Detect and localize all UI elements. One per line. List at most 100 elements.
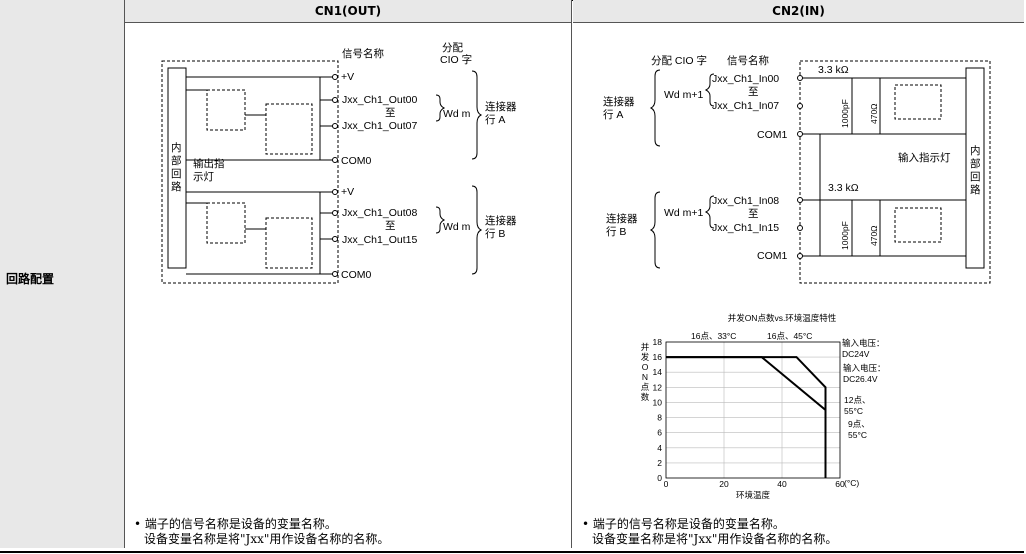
cn1-brace-row-a [471,70,483,160]
cn2-capacitor-a: 1000pF [840,99,850,128]
column-header-cn1: CN1(OUT) [125,0,571,23]
cn1-brace-row-b [471,185,483,275]
cn2-internal-label-3: 路 [970,183,981,196]
cn1-com0-b: COM0 [341,269,371,281]
cn2-internal-label-2: 回 [970,171,981,183]
chart-y-tick-label: 10 [653,397,663,407]
cn1-dashed-boundary [161,60,339,284]
cn2-terminal [797,197,803,203]
cn2-in15: Jxx_Ch1_In15 [712,222,779,234]
chart-x-tick-label: 20 [719,479,729,489]
cn2-row-a-2: 行 A [603,108,623,121]
cn2-com1-b: COM1 [757,250,787,262]
cn1-brace-wd-b [435,206,446,234]
cn2-row-b-2: 行 B [606,225,626,238]
cn2-to-b: 至 [748,208,759,220]
cn1-to-b: 至 [385,220,396,232]
cn1-photocoupler-a [206,89,246,131]
chart-y-tick-label: 6 [657,428,662,438]
chart-annotation-1: 16点、45°C [767,331,812,341]
chart-plot-area [665,341,841,479]
chart-annotation-2: 输入电压： [842,338,885,348]
chart-annotation-0: 16点、33°C [691,331,736,341]
cn1-out08: Jxx_Ch1_Out08 [342,207,417,219]
cn2-wd-m1-b: Wd m+1 [664,207,704,219]
cn1-driver-b [265,217,313,269]
cn2-resistor-a: 3.3 kΩ [818,64,849,76]
chart-title: 并发ON点数vs.环境温度特性 [728,313,837,323]
cn1-internal-label-3: 路 [171,180,182,193]
cn1-plus-v-b: +V [341,186,354,198]
chart-annotation-6: 12点、 [844,395,870,405]
cn1-indicator-1: 输出指 [193,157,225,170]
cn1-alloc-header-2: CIO 字 [440,53,472,66]
cn2-input-indicator: 输入指示灯 [898,151,951,164]
chart-annotation-5: DC26.4V [843,374,878,384]
cn1-terminal [332,189,338,195]
chart-y-label-char: O [642,362,649,372]
cn2-brace-row-b [649,191,661,269]
cn1-brace-wd-a [435,94,446,122]
chart-annotation-3: DC24V [842,349,870,359]
cn1-row-a-2: 行 A [485,113,505,126]
cn2-terminal [797,131,803,137]
chart-series-line-1 [666,356,827,478]
cn1-terminal [332,210,338,216]
cn1-note-line-1: • 端子的信号名称是设备的变量名称。 [134,517,337,531]
cn1-terminal [332,97,338,103]
cn2-dashed-boundary [799,60,991,284]
cn2-to-a: 至 [748,86,759,98]
cn1-terminal [332,271,338,277]
chart-y-axis-label: 并发ON点数 [641,342,650,402]
chart-annotation-9: 55°C [848,430,867,440]
cn1-internal-label-0: 内 [171,141,182,154]
cn2-terminal [797,253,803,259]
chart-y-tick-label: 14 [653,367,663,377]
cn1-out15: Jxx_Ch1_Out15 [342,234,417,246]
cn1-terminal [332,123,338,129]
chart-y-tick-label: 0 [657,473,662,483]
cn1-out07: Jxx_Ch1_Out07 [342,120,417,132]
cn1-row-b-2: 行 B [485,227,505,240]
cn1-terminal [332,236,338,242]
chart-x-tick-label: 40 [777,479,787,489]
chart-grid [665,341,841,479]
cn2-alloc-header: 分配 CIO 字 [651,54,707,67]
chart-y-label-char: 发 [641,352,650,362]
cn1-plus-v-a: +V [341,71,354,83]
cn2-in08: Jxx_Ch1_In08 [712,195,779,207]
row-header-label: 回路配置 [6,272,55,286]
cn2-note-line-1: • 端子的信号名称是设备的变量名称。 [582,517,785,531]
cn1-wd-m-b: Wd m [443,221,471,233]
cn2-brace-row-a [649,69,661,147]
chart-x-unit: (°C) [844,478,859,488]
cn2-capacitor-b: 1000pF [840,221,850,250]
chart-series [666,356,827,478]
cn1-row-a-1: 连接器 [485,100,517,113]
chart-y-label-char: 点 [641,382,650,392]
cn1-to-a: 至 [385,107,396,119]
cn2-res470-b: 470Ω [869,225,879,246]
cn2-com1-a: COM1 [757,129,787,141]
chart-y-label-char: 并 [641,342,650,352]
cn2-terminal [797,103,803,109]
cn1-indicator-2: 示灯 [193,171,214,183]
cn2-photocoupler-a [894,84,942,120]
cn2-row-a-1: 连接器 [603,95,635,108]
chart-x-axis-label: 环境温度 [736,490,771,500]
cn2-res470-a: 470Ω [869,103,879,124]
cn1-internal-label-2: 回 [171,168,182,180]
cn1-notes: • 端子的信号名称是设备的变量名称。 设备变量名称是将"Jxx"用作设备名称的名… [134,517,389,547]
cn1-com0-a: COM0 [341,155,371,167]
chart-annotation-8: 9点、 [848,419,870,429]
cn1-internal-label-1: 部 [171,154,182,167]
cn2-row-b-1: 连接器 [606,212,638,225]
chart-annotation-7: 55°C [844,406,863,416]
chart-y-tick-label: 2 [657,458,662,468]
cn1-note-line-2: 设备变量名称是将"Jxx"用作设备名称的名称。 [144,532,390,546]
column-divider [571,0,572,548]
